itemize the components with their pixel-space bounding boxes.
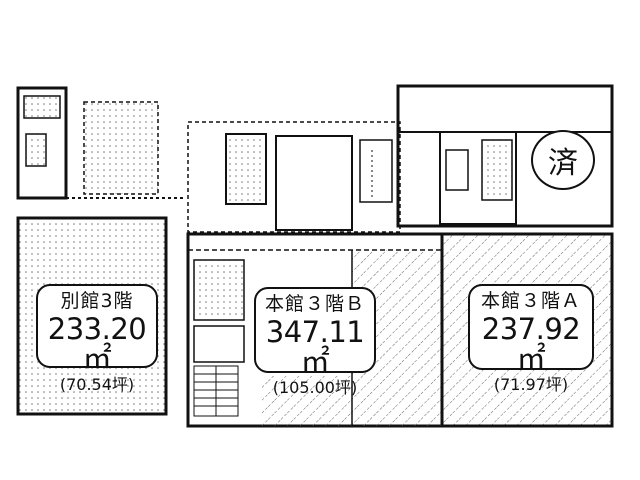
annex-3f-area-tsubo: (70.54坪) [59, 375, 135, 394]
main-3f-a-area-sqm: 237.92㎡ [481, 312, 581, 375]
leased-stamp: 済 [531, 130, 595, 190]
main-3f-a-label: 本館３階Ａ 237.92㎡ (71.97坪) [468, 284, 594, 393]
annex-3f-label: 別館3階 233.20㎡ (70.54坪) [36, 284, 158, 393]
annex-upper-area [16, 86, 68, 200]
stairs [193, 365, 239, 417]
main-3f-b-label: 本館３階Ｂ 347.11㎡ (105.00坪) [254, 287, 376, 396]
core-area [187, 121, 401, 233]
main-3f-b-area-tsubo: (105.00坪) [272, 378, 358, 397]
annex-3f-area-sqm: 233.20㎡ [47, 312, 147, 375]
main-3f-b-area-sqm: 347.11㎡ [265, 315, 365, 378]
annex-3f-name: 別館3階 [60, 290, 134, 312]
upper-right-block [396, 84, 614, 228]
main-3f-b-name: 本館３階Ｂ [264, 293, 365, 315]
main-3f-a-name: 本館３階Ａ [480, 290, 581, 312]
main-3f-a-area-tsubo: (71.97坪) [493, 375, 569, 394]
